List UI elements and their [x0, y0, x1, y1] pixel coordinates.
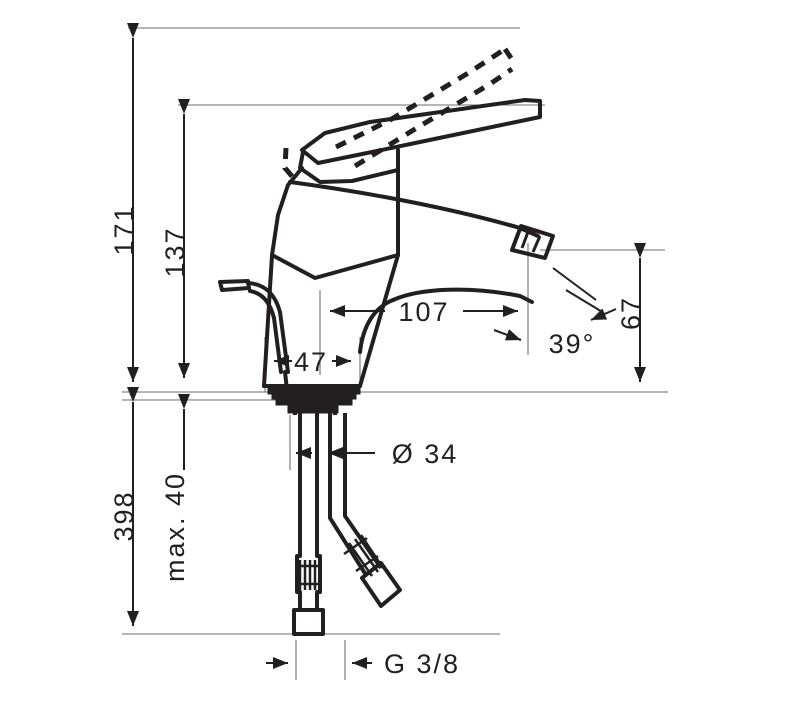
rod-shaft-outer	[246, 281, 290, 374]
mount-stud-left	[293, 405, 297, 415]
lock-nut	[287, 404, 339, 414]
lever-raised-upper-edge	[334, 46, 507, 150]
dimension-label-171: 171	[109, 204, 139, 255]
mount-washer	[275, 398, 353, 406]
angle-leader-aux	[565, 289, 605, 314]
lever-raised-pivot-arc	[282, 147, 298, 183]
lever-pivot-cap	[298, 148, 400, 184]
angle-arrow-right	[590, 308, 617, 321]
supply-hoses	[292, 413, 402, 636]
rod-shaft-inner	[248, 289, 283, 374]
hose-right-outline-right	[343, 413, 383, 570]
aerator-outer	[510, 224, 555, 260]
dimension-label-67: 67	[616, 296, 646, 330]
dimension-label-107: 107	[398, 297, 449, 327]
hose-left-crimp	[297, 560, 320, 590]
lever-handle-solid	[300, 98, 542, 165]
cartridge-housing-base	[270, 253, 400, 280]
spout-underside-curve	[391, 287, 534, 304]
dimension-label-398: 398	[109, 490, 139, 541]
rod-knob	[218, 279, 251, 292]
dimension-39deg	[493, 267, 617, 341]
spout-top-curve	[288, 180, 540, 238]
aerator-rib-1	[520, 231, 530, 249]
popup-waste-rod	[218, 279, 290, 392]
cartridge-housing	[270, 166, 304, 257]
hose-left-outline-right	[315, 413, 322, 610]
deck-plate	[271, 393, 357, 400]
aerator	[510, 224, 555, 260]
lever-handle-raised-dashed	[282, 46, 518, 183]
angle-arrow-left	[493, 329, 522, 341]
body-taper-right	[358, 253, 400, 388]
faucet-body-outline	[262, 98, 542, 388]
body-taper-left	[262, 253, 274, 388]
dimension-label-diameter-34: Ø 34	[392, 439, 459, 469]
dimension-label-max40: max. 40	[160, 472, 190, 582]
lever-raised-tip	[502, 47, 518, 66]
hose-left-nut	[292, 608, 325, 636]
lever-raised-lower-edge	[353, 66, 514, 169]
hose-right-crimp	[343, 534, 385, 577]
dimension-label-39deg: 39°	[549, 329, 596, 359]
mounting-assembly	[267, 386, 361, 415]
base-gasket	[267, 386, 361, 395]
dimension-label-g38: G 3/8	[384, 649, 460, 679]
aerator-rib-2	[531, 235, 542, 253]
spout-throat	[358, 298, 395, 354]
dimension-label-137: 137	[160, 226, 190, 277]
dimension-label-47: 47	[294, 347, 328, 377]
mount-stud-right	[333, 405, 337, 415]
angle-leader-upper	[552, 267, 597, 301]
hose-left-outline	[295, 413, 302, 610]
